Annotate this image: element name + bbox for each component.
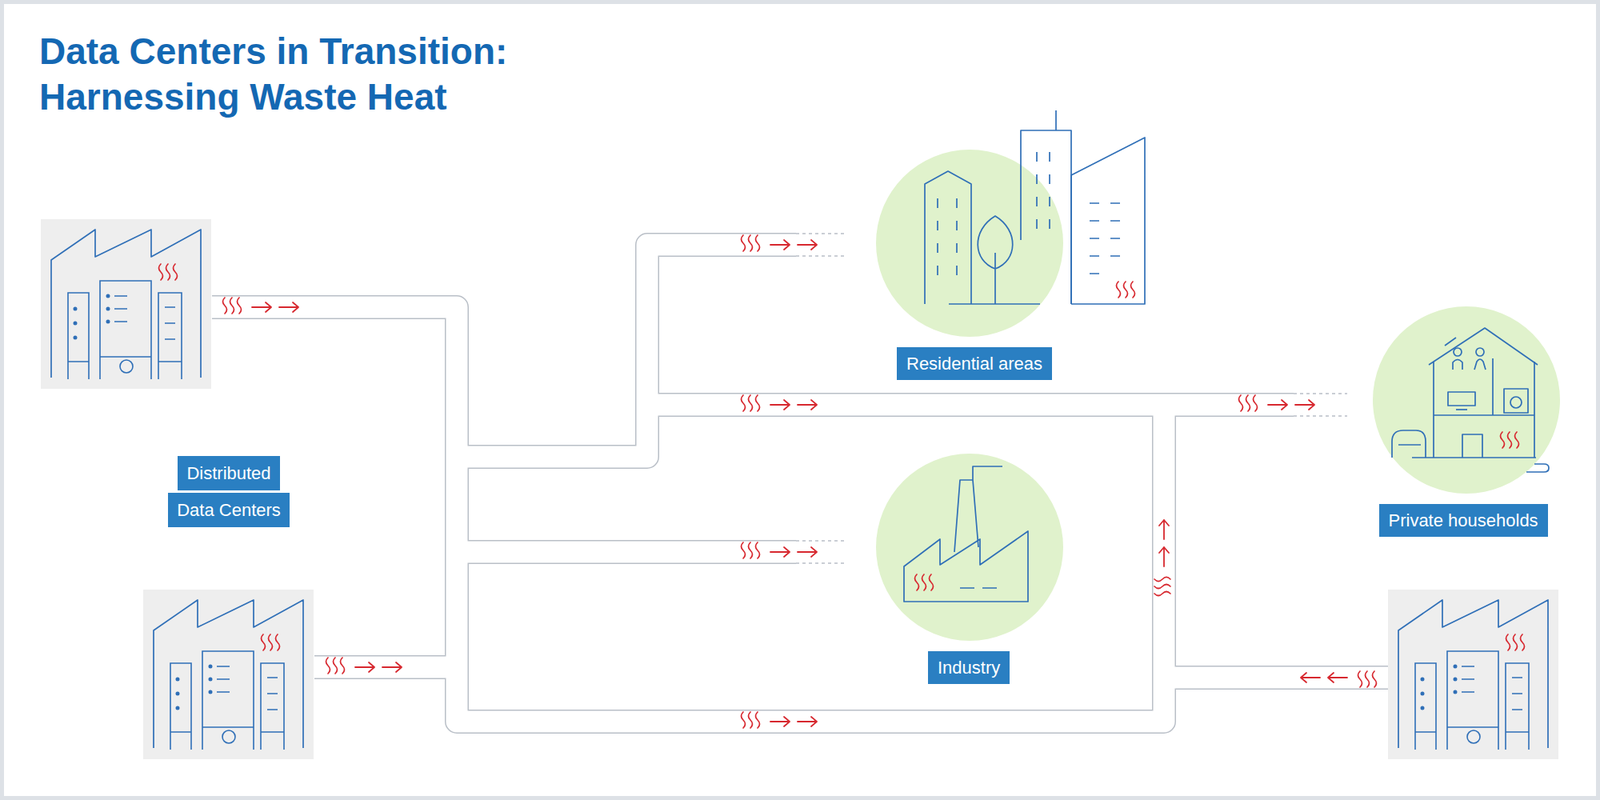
heat-squiggles bbox=[1500, 432, 1520, 448]
tower-outline bbox=[1020, 110, 1072, 304]
data-center-icon bbox=[40, 219, 212, 389]
house-walls bbox=[1433, 358, 1535, 458]
heat-flow-marker bbox=[1154, 520, 1171, 596]
chimney bbox=[954, 466, 1003, 552]
label-box: Industry bbox=[928, 651, 1010, 684]
label-box: Distributed Data Centers bbox=[164, 455, 293, 529]
heat-flow-marker bbox=[326, 657, 403, 674]
residential-icon bbox=[924, 110, 1145, 304]
heat-flow-marker bbox=[223, 297, 300, 314]
label-box: Residential areas bbox=[896, 347, 1052, 380]
ground-line bbox=[948, 303, 1040, 305]
hose bbox=[1526, 464, 1549, 472]
industry-icon bbox=[904, 466, 1028, 602]
building-windows bbox=[937, 198, 957, 276]
washing-machine bbox=[1504, 388, 1528, 413]
door-ground bbox=[1412, 434, 1536, 458]
heat-squiggles bbox=[915, 574, 934, 591]
pipe-interior bbox=[212, 244, 1388, 722]
tv-stand bbox=[1456, 408, 1468, 411]
label-text: Residential areas bbox=[896, 347, 1052, 380]
washer-door bbox=[1510, 396, 1522, 408]
television bbox=[1448, 392, 1476, 406]
pipe-outline bbox=[212, 244, 1388, 722]
heat-squiggles bbox=[1116, 281, 1136, 298]
heat-flow-marker bbox=[741, 395, 818, 412]
building-outline bbox=[924, 171, 972, 304]
person-head bbox=[1453, 348, 1462, 356]
illustration bbox=[4, 4, 1596, 796]
factory-details bbox=[960, 587, 997, 589]
label-text: Private households bbox=[1379, 504, 1548, 537]
title-heading: Data Centers in Transition: Harnessing W… bbox=[39, 28, 616, 120]
car bbox=[1392, 430, 1426, 458]
page-frame: Data Centers in Transition: Harnessing W… bbox=[4, 4, 1596, 796]
heat-flow-marker bbox=[741, 542, 818, 559]
label-box: Private households bbox=[1379, 504, 1548, 537]
heat-flow-marker bbox=[741, 235, 818, 252]
industry-circle bbox=[876, 453, 1064, 641]
factory-outline bbox=[904, 531, 1028, 602]
household-icon bbox=[1392, 328, 1549, 472]
tree bbox=[977, 216, 1013, 304]
skyscraper-windows bbox=[1089, 203, 1120, 274]
person-head bbox=[1476, 348, 1484, 356]
skyscraper-outline bbox=[1071, 137, 1145, 304]
label-text: Industry bbox=[928, 651, 1010, 684]
data-center-icon bbox=[143, 589, 314, 760]
person-body bbox=[1452, 359, 1486, 370]
house-roof bbox=[1428, 328, 1538, 365]
tower-windows bbox=[1036, 152, 1050, 229]
residential-circle bbox=[876, 149, 1064, 337]
heat-flow-marker bbox=[1239, 395, 1316, 412]
label-text: Distributed Data Centers bbox=[168, 456, 290, 528]
heat-flow-marker bbox=[741, 712, 818, 728]
heat-flow-marker bbox=[1300, 671, 1377, 688]
household-circle bbox=[1372, 306, 1560, 494]
data-center-icon bbox=[1388, 589, 1559, 760]
